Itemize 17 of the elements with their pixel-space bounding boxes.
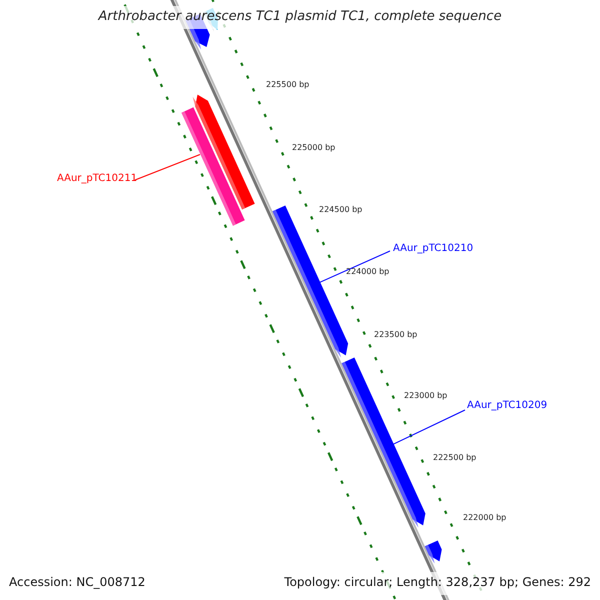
tick-label: 223500 bp <box>374 330 418 339</box>
tick-label: 224000 bp <box>346 267 390 276</box>
tick-label: 222000 bp <box>463 513 506 522</box>
tick-label: 222500 bp <box>433 453 476 462</box>
tick-label: 224500 bp <box>319 205 362 214</box>
gene-feature <box>424 540 442 564</box>
gene-feature <box>192 94 255 210</box>
leader-line <box>134 154 200 180</box>
gene-feature <box>272 206 348 358</box>
tick-label: 223000 bp <box>404 391 448 400</box>
tick-label: 225000 bp <box>292 143 336 152</box>
gene-label: AAur_pTC10210 <box>393 243 474 254</box>
tick-label: 225500 bp <box>266 80 310 89</box>
gene-label: AAur_pTC10211 <box>57 173 138 184</box>
gene-label: AAur_pTC10209 <box>467 400 548 411</box>
leader-line <box>392 410 466 446</box>
leader-line <box>318 250 390 284</box>
